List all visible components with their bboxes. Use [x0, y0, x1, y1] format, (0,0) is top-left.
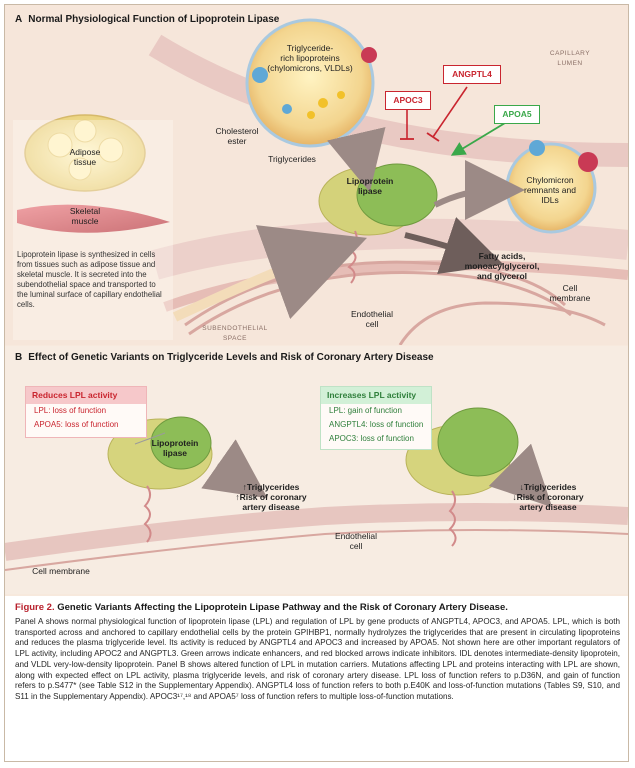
lpl-label-b: Lipoprotein lipase	[151, 438, 199, 458]
figure-caption: Figure 2. Genetic Variants Affecting the…	[5, 596, 628, 761]
apoa5-box: APOA5	[494, 105, 540, 124]
lipoprotein-label: Triglyceride- rich lipoproteins (chylomi…	[267, 43, 353, 73]
panel-a-illustration	[13, 18, 628, 345]
lpl-synthesis-info: Lipoprotein lipase is synthesized in cel…	[17, 250, 162, 309]
effect-left: ↑Triglycerides ↑Risk of coronary artery …	[235, 482, 307, 512]
reduces-lpl-title: Reduces LPL activity	[26, 387, 146, 404]
products-label: Fatty acids, monoacylglycerol, and glyce…	[464, 251, 540, 281]
subendothelial-label: SUBENDOTHELIAL SPACE	[202, 325, 268, 342]
cholesterol-ester-label: Cholesterol ester	[215, 126, 259, 146]
endothelial-cell-label-b: Endothelial cell	[334, 531, 378, 551]
angptl4-box: ANGPTL4	[443, 65, 501, 84]
adipose-tissue-label: Adipose tissue	[69, 147, 101, 167]
increases-lpl-title: Increases LPL activity	[321, 387, 431, 404]
apoc3-box: APOC3	[385, 91, 431, 110]
reduces-item-lpl: LPL: loss of function	[34, 406, 107, 415]
skeletal-muscle-label: Skeletal muscle	[69, 206, 101, 226]
increases-lpl-box: Increases LPL activity LPL: gain of func…	[320, 386, 432, 450]
cell-membrane-label: Cell membrane	[549, 283, 591, 303]
increases-item-angptl4: ANGPTL4: loss of function	[329, 420, 424, 429]
increases-item-apoc3: APOC3: loss of function	[329, 434, 414, 443]
panel-b-illustration	[5, 407, 628, 571]
triglycerides-label: Triglycerides	[268, 154, 316, 164]
caption-title: Figure 2. Genetic Variants Affecting the…	[15, 602, 508, 613]
lpl-label: Lipoprotein lipase	[346, 176, 394, 196]
capillary-lumen-label: CAPILLARY LUMEN	[549, 50, 591, 67]
reduces-lpl-box: Reduces LPL activity LPL: loss of functi…	[25, 386, 147, 438]
cell-membrane-label-b: Cell membrane	[32, 566, 90, 576]
caption-body: Panel A shows normal physiological funct…	[15, 617, 620, 701]
increases-item-lpl: LPL: gain of function	[329, 406, 402, 415]
effect-right: ↓Triglycerides ↓Risk of coronary artery …	[512, 482, 584, 512]
reduces-item-apoa5: APOA5: loss of function	[34, 420, 119, 429]
endothelial-cell-label: Endothelial cell	[350, 309, 394, 329]
remnants-label: Chylomicron remnants and IDLs	[524, 175, 576, 205]
